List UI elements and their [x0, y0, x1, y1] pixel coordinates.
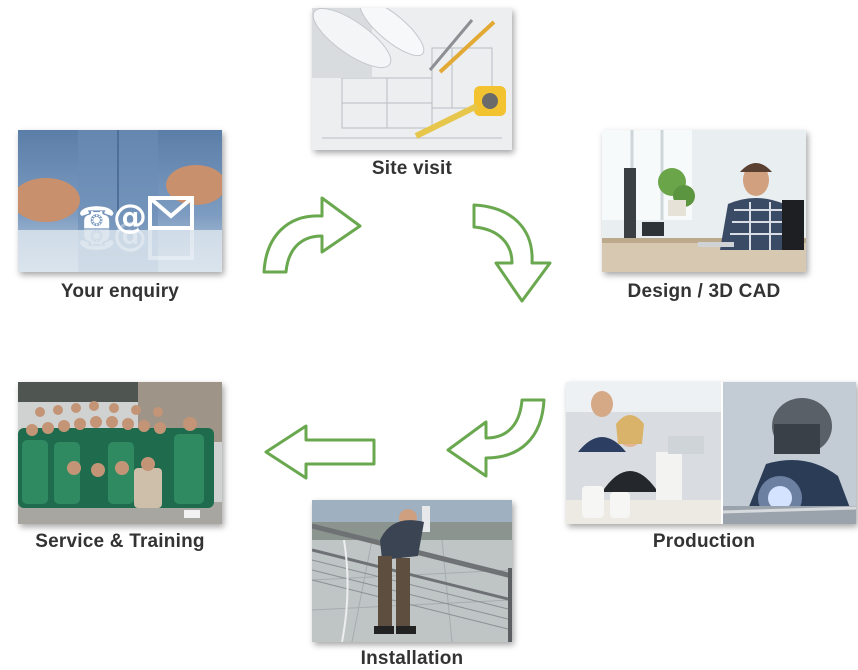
svg-text:☎: ☎	[78, 201, 115, 236]
arrow-production-to-installation	[446, 398, 546, 480]
installation-photo	[312, 500, 512, 642]
svg-text:@: @	[113, 197, 147, 237]
svg-text:@: @	[113, 219, 147, 259]
service-training-photo	[18, 382, 222, 524]
design-label: Design / 3D CAD	[627, 281, 781, 302]
production-label: Production	[652, 531, 756, 552]
arrow-installation-to-service	[264, 424, 376, 480]
svg-text:☎: ☎	[78, 220, 115, 255]
site-visit-label: Site visit	[371, 158, 453, 179]
enquiry-label: Your enquiry	[60, 281, 180, 302]
design-photo	[602, 130, 806, 272]
arrow-site-visit-to-design	[472, 203, 554, 303]
service-training-label: Service & Training	[35, 531, 205, 552]
production-photo	[566, 382, 856, 524]
arrow-enquiry-to-site-visit	[262, 196, 362, 276]
installation-label: Installation	[360, 648, 464, 669]
enquiry-photo: ☎ @ ☎ @	[18, 130, 222, 272]
site-visit-photo	[312, 8, 512, 150]
